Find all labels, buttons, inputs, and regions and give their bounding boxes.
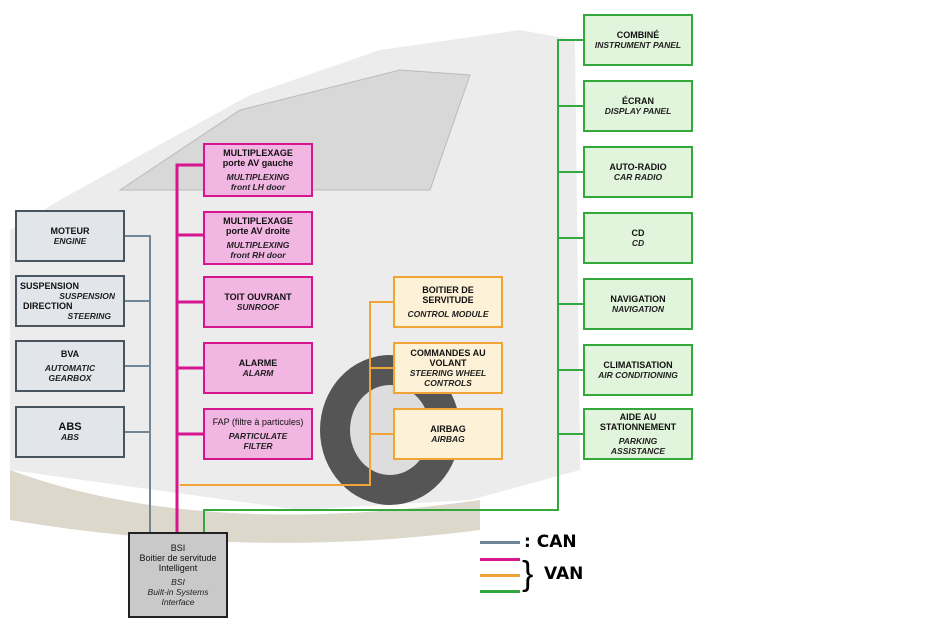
- legend-van-label: VAN: [544, 564, 584, 584]
- legend-green-swatch: [480, 590, 520, 593]
- legend-can-label: : CAN: [524, 532, 577, 552]
- green-van-bus-line: [203, 39, 583, 532]
- legend-brace: }: [522, 555, 534, 593]
- can-bus-line: [125, 235, 151, 532]
- pink-van-bus-line: [175, 163, 203, 532]
- legend-orange-swatch: [480, 574, 520, 577]
- legend-pink-swatch: [480, 558, 520, 561]
- legend-can-swatch: [480, 541, 520, 544]
- orange-van-bus-line: [180, 301, 393, 486]
- legend: : CAN } VAN: [480, 532, 600, 602]
- module-particulate-filter: FAP (filtre à particules)PARTICULATE FIL…: [203, 408, 313, 460]
